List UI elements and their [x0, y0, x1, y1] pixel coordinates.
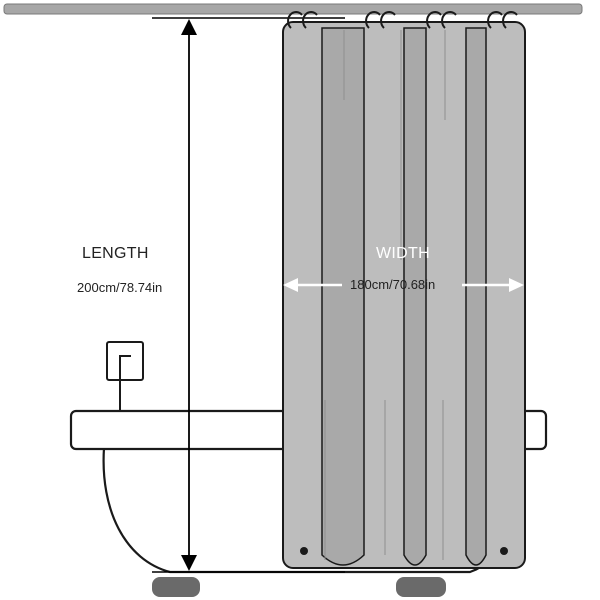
- curtain-fold: [321, 27, 365, 566]
- curtain-ring-icon: [441, 11, 457, 29]
- curtain-fold: [403, 27, 427, 566]
- shower-curtain: [282, 21, 526, 569]
- wall-hook-arm: [119, 355, 131, 411]
- curtain-fold: [465, 27, 487, 566]
- curtain-ring-icon: [302, 11, 318, 29]
- curtain-ring-icon: [502, 11, 518, 29]
- wall-hook-icon: [106, 341, 144, 411]
- length-guides: [152, 17, 345, 573]
- curtain-ring-icon: [380, 11, 396, 29]
- grommets: [300, 547, 508, 555]
- width-value: 180cm/70.68in: [350, 277, 436, 292]
- length-arrow-icon: [181, 19, 197, 571]
- wall-hook-plate: [106, 341, 144, 381]
- curtain-ring-icon: [287, 11, 303, 29]
- width-arrowhead-right: [509, 278, 524, 292]
- bathtub-foot-right: [396, 577, 446, 597]
- width-arrowhead-left: [283, 278, 298, 292]
- grommet: [300, 547, 308, 555]
- length-label: LENGTH: [82, 245, 149, 262]
- curtain-ring-icon: [487, 11, 503, 29]
- curtain-ring-icon: [426, 11, 442, 29]
- length-arrowhead-top: [181, 19, 197, 35]
- grommet: [500, 547, 508, 555]
- width-arrow-icon: [283, 278, 524, 292]
- curtain-folds: [321, 27, 487, 566]
- curtain-crease-lines: [324, 30, 446, 560]
- width-label: WIDTH: [376, 245, 430, 262]
- curtain-ring-icon: [365, 11, 381, 29]
- curtain-rings: [287, 11, 518, 29]
- bathtub-feet: [152, 577, 446, 597]
- length-value: 200cm/78.74in: [77, 280, 163, 295]
- length-arrowhead-bottom: [181, 555, 197, 571]
- bathtub-foot-left: [152, 577, 200, 597]
